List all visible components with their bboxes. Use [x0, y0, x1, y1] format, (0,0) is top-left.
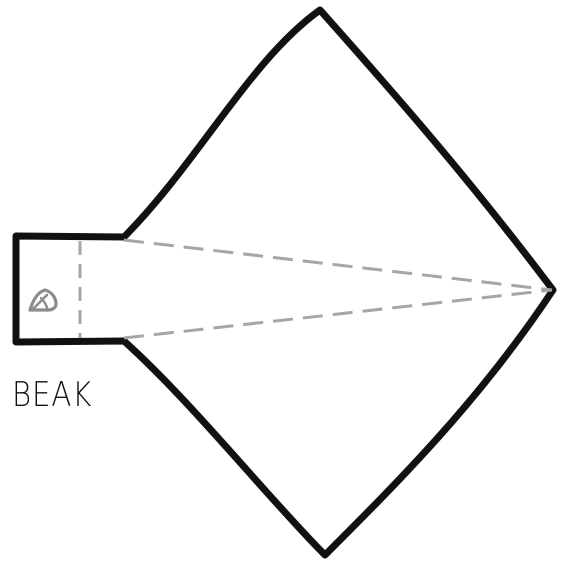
- beak-outline: [16, 10, 553, 555]
- beak-label: BEAK: [12, 378, 92, 412]
